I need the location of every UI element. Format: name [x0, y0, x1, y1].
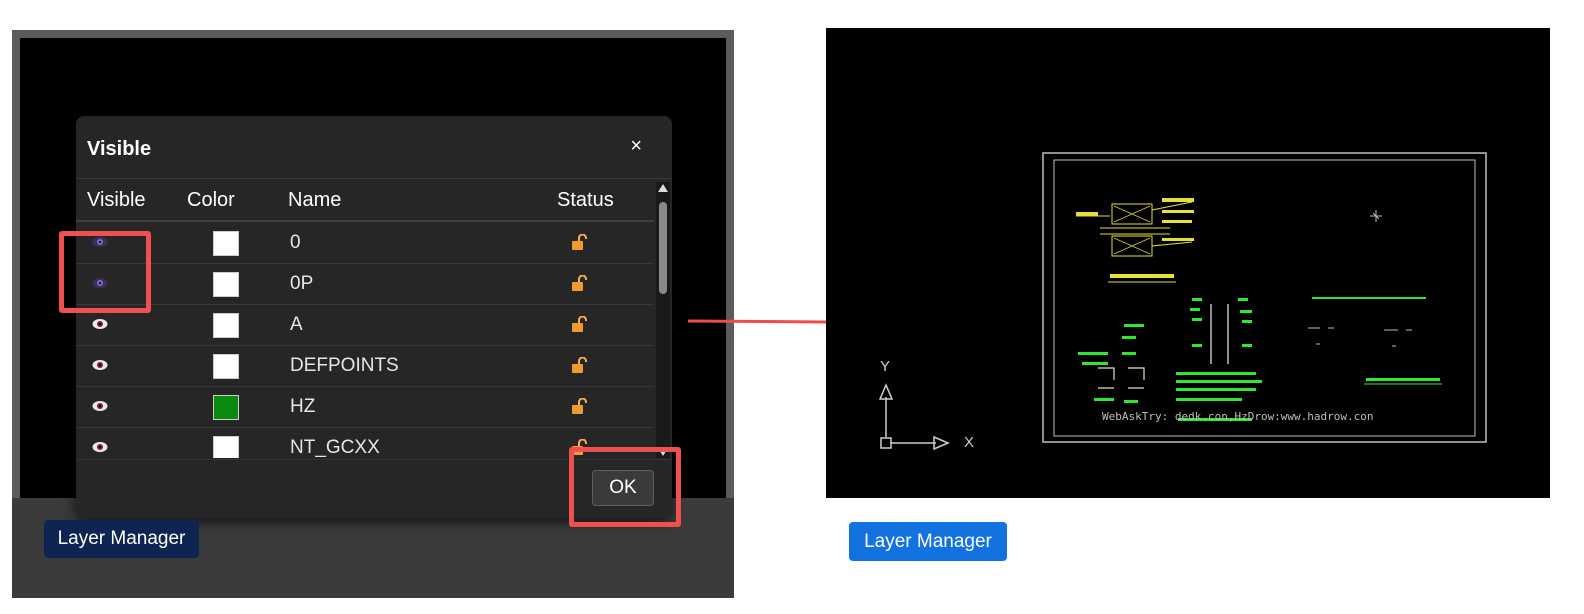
- layer-table-body: 0 0P A DEFPOINTS HZ: [76, 222, 654, 458]
- dialog-title: Visible: [87, 138, 152, 160]
- table-row[interactable]: NT_GCXX: [76, 427, 654, 458]
- layer-table-header: Visible Color Name Status: [76, 179, 654, 222]
- layer-name: HZ: [290, 396, 316, 417]
- layer-color-swatch[interactable]: [213, 354, 239, 379]
- column-header-name: Name: [288, 189, 342, 211]
- table-row[interactable]: 0: [76, 222, 654, 264]
- eye-icon[interactable]: [92, 236, 108, 248]
- table-row[interactable]: A: [76, 304, 654, 346]
- layer-manager-button-right[interactable]: Layer Manager: [849, 522, 1007, 561]
- column-header-visible: Visible: [87, 189, 146, 211]
- layer-manager-button-left[interactable]: Layer Manager: [44, 520, 199, 558]
- eye-icon[interactable]: [92, 359, 108, 371]
- table-row[interactable]: DEFPOINTS: [76, 345, 654, 387]
- scrollbar-thumb[interactable]: [659, 202, 667, 294]
- layer-name: DEFPOINTS: [290, 355, 399, 376]
- layer-color-swatch[interactable]: [213, 313, 239, 338]
- layer-color-swatch[interactable]: [213, 436, 239, 458]
- layer-color-swatch[interactable]: [213, 231, 239, 256]
- close-icon[interactable]: ×: [630, 135, 642, 157]
- highlight-visible-column: [59, 231, 151, 313]
- column-header-color: Color: [187, 189, 235, 211]
- eye-icon[interactable]: [92, 318, 108, 330]
- eye-icon[interactable]: [92, 400, 108, 412]
- eye-icon[interactable]: [92, 277, 108, 289]
- unlock-icon[interactable]: [571, 234, 587, 250]
- unlock-icon[interactable]: [571, 398, 587, 414]
- layer-name: A: [290, 314, 303, 335]
- column-header-status: Status: [557, 189, 614, 211]
- cad-drawing: [1042, 152, 1487, 443]
- dialog-header: Visible ×: [76, 116, 672, 179]
- layer-name: 0P: [290, 273, 314, 294]
- table-row[interactable]: HZ: [76, 386, 654, 428]
- scroll-up-icon[interactable]: [658, 184, 668, 192]
- axis-label-x: X: [964, 434, 975, 451]
- table-row[interactable]: 0P: [76, 263, 654, 305]
- axis-label-y: Y: [880, 358, 891, 375]
- highlight-ok-button: [569, 447, 681, 527]
- unlock-icon[interactable]: [571, 357, 587, 373]
- layer-name: 0: [290, 232, 301, 253]
- unlock-icon[interactable]: [571, 316, 587, 332]
- ucs-axis-icon: [878, 383, 950, 451]
- unlock-icon[interactable]: [571, 275, 587, 291]
- layer-color-swatch[interactable]: [213, 395, 239, 420]
- cad-watermark-text: WebAskTry: dedk.con,HzDrow:www.hadrow.co…: [1102, 410, 1374, 423]
- layer-table-scrollbar[interactable]: [656, 182, 670, 458]
- layer-name: NT_GCXX: [290, 437, 380, 458]
- scroll-down-icon[interactable]: [658, 448, 668, 456]
- ok-button[interactable]: OK: [592, 470, 654, 506]
- eye-icon[interactable]: [92, 441, 108, 453]
- layer-color-swatch[interactable]: [213, 272, 239, 297]
